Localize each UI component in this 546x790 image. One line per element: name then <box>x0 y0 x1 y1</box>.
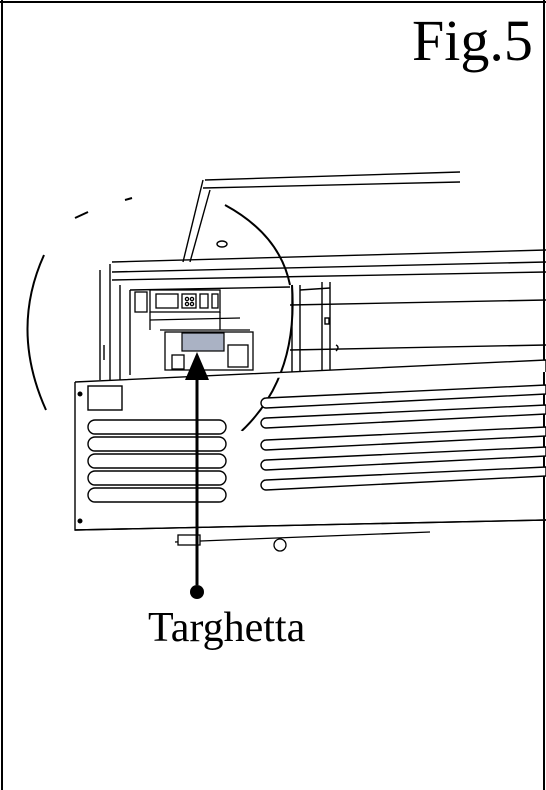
callout-label: Targhetta <box>148 605 306 651</box>
appliance-housing <box>99 171 546 380</box>
appliance-feet <box>174 531 431 552</box>
grille-slots-left <box>87 419 227 503</box>
control-box <box>134 289 254 371</box>
figure-title: Fig.5 <box>412 8 533 73</box>
callout-dot <box>190 585 204 599</box>
data-plate <box>181 332 225 352</box>
callout-arrow <box>185 352 209 599</box>
grille-slots-right <box>260 384 546 491</box>
